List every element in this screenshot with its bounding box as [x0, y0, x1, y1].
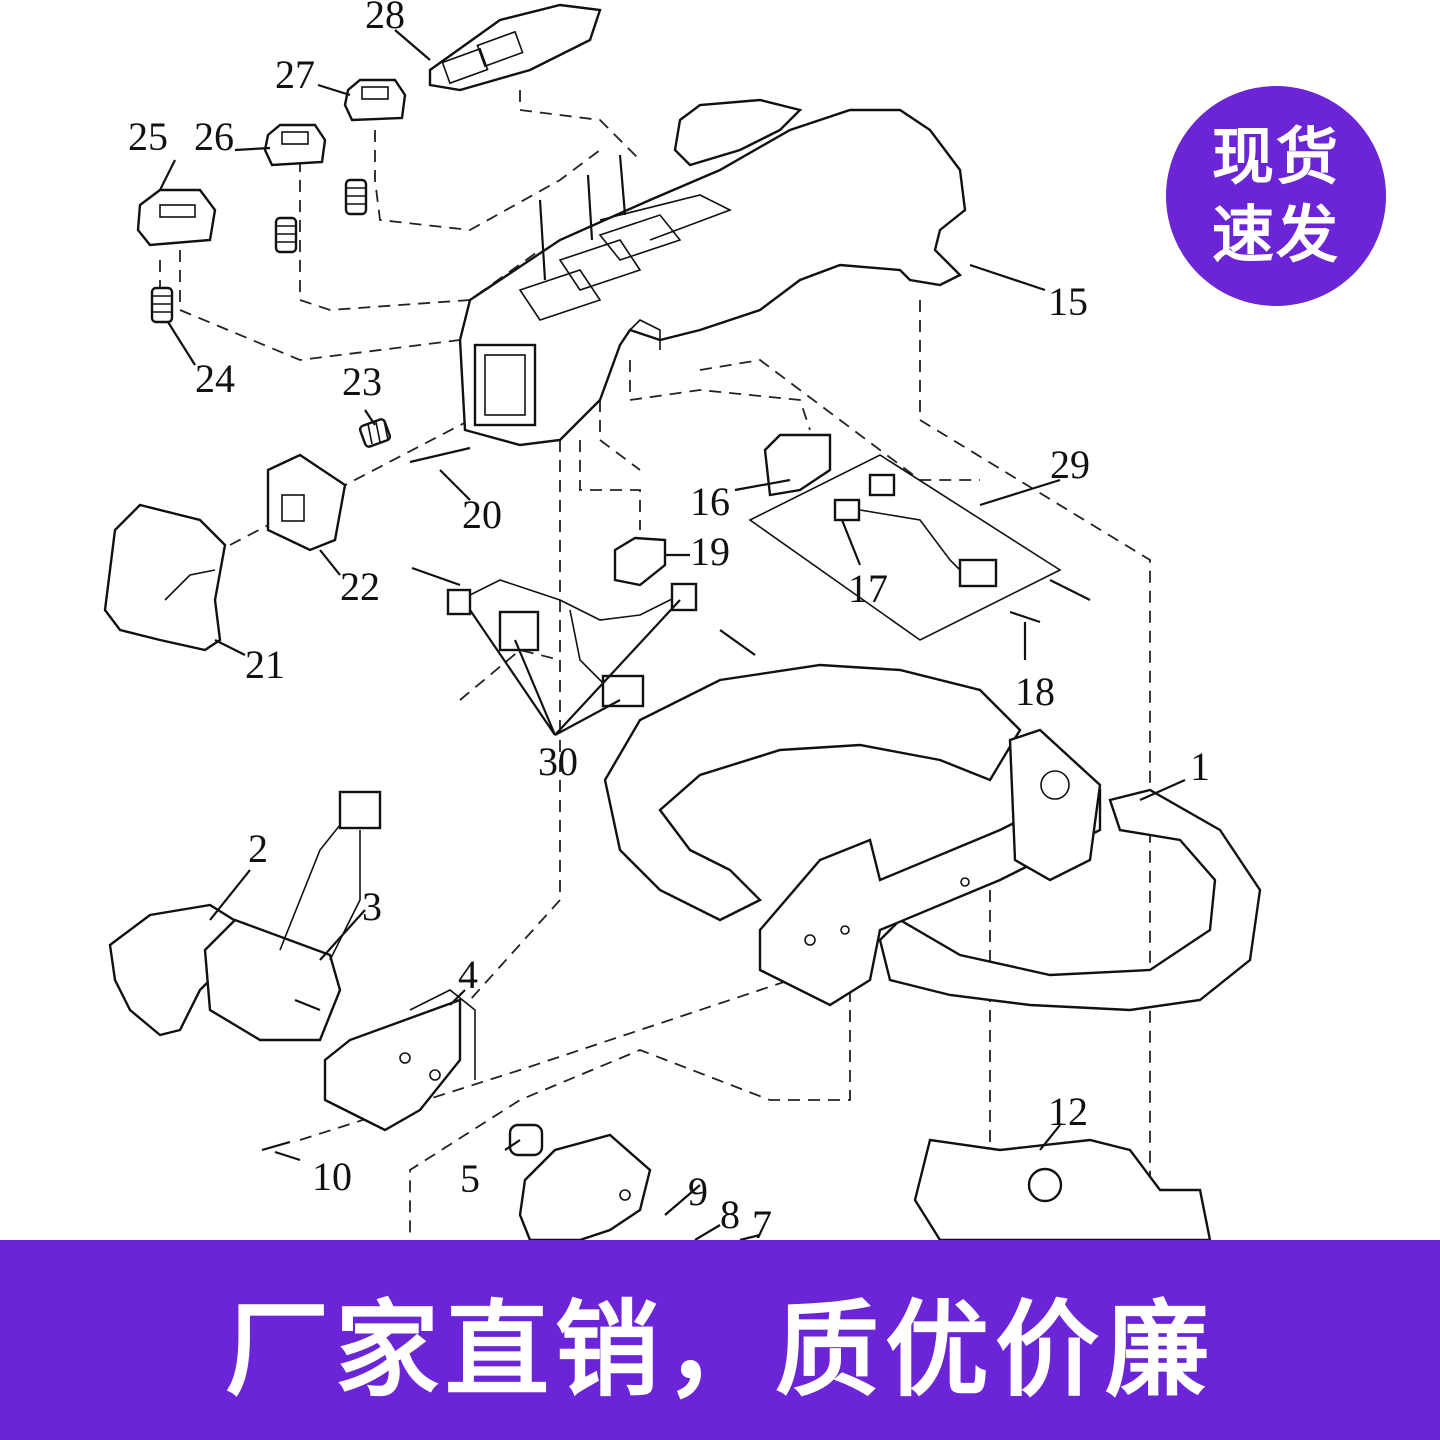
part-19-switch: [613, 536, 667, 587]
part-2-grip: [108, 903, 252, 1037]
part-28-top-cover: [428, 3, 602, 92]
badge-line-2: 速发: [1211, 198, 1340, 271]
callout-9: 9: [688, 1169, 708, 1214]
callout-23: 23: [342, 359, 382, 404]
in-stock-badge: 现货 速发: [1166, 86, 1386, 306]
part-25-button-cap: [136, 188, 217, 247]
part-3-solenoid: [203, 790, 382, 1042]
callout-18: 18: [1015, 669, 1055, 714]
part-15-handle-housing: [458, 98, 967, 447]
callout-1: 1: [1190, 744, 1210, 789]
callout-10: 10: [312, 1154, 352, 1199]
spring-24: [150, 286, 174, 324]
spring-23: [358, 418, 392, 448]
part-4-u-bracket: [323, 989, 476, 1132]
part-16-bracket: [763, 433, 832, 497]
callout-22: 22: [340, 564, 380, 609]
callout-2: 2: [248, 826, 268, 871]
callout-5: 5: [460, 1156, 480, 1201]
callout-29: 29: [1050, 442, 1090, 487]
part-27-button-cap: [343, 78, 407, 122]
badge-line-1: 现货: [1211, 120, 1340, 193]
callout-leaders: [159, 29, 1186, 1240]
part-30-wiring: [446, 579, 698, 708]
part-22-switch-housing: [266, 453, 347, 552]
callout-8: 8: [720, 1192, 740, 1237]
banner-text: 厂家直销，质优价廉: [224, 1288, 1215, 1411]
spring-26: [274, 216, 298, 254]
callout-16: 16: [690, 479, 730, 524]
callout-4: 4: [458, 952, 478, 997]
springs: [150, 178, 392, 448]
callout-25: 25: [128, 114, 168, 159]
callout-21: 21: [245, 642, 285, 687]
part-5-bushing: [508, 1123, 544, 1157]
exploded-parts-diagram: 1 2 3 4 5 7 8 9 10 12 15 16 17 18 19 20 …: [103, 0, 1262, 1240]
part-29-harness-panel: [748, 454, 1062, 641]
callout-15: 15: [1048, 279, 1088, 324]
callout-24: 24: [195, 356, 235, 401]
callout-17: 17: [848, 566, 888, 611]
callout-27: 27: [275, 52, 315, 97]
promo-banner: 厂家直销，质优价廉: [0, 1240, 1440, 1440]
part-grip-lower: [518, 1133, 652, 1240]
callout-19: 19: [690, 529, 730, 574]
callout-30: 30: [538, 739, 578, 784]
part-21-end-cap: [103, 503, 227, 652]
callout-12: 12: [1048, 1089, 1088, 1134]
callout-3: 3: [362, 884, 382, 929]
callout-28: 28: [365, 0, 405, 37]
callout-20: 20: [462, 492, 502, 537]
callout-7: 7: [752, 1202, 772, 1240]
callout-labels: 1 2 3 4 5 7 8 9 10 12 15 16 17 18 19 20 …: [128, 0, 1210, 1240]
callout-26: 26: [194, 114, 234, 159]
part-12-base-mount: [913, 1138, 1212, 1240]
part-1-handle-frame: [603, 663, 1262, 1012]
screws: [261, 154, 1091, 1152]
part-26-button-cap: [263, 123, 327, 167]
spring-27: [344, 178, 368, 216]
